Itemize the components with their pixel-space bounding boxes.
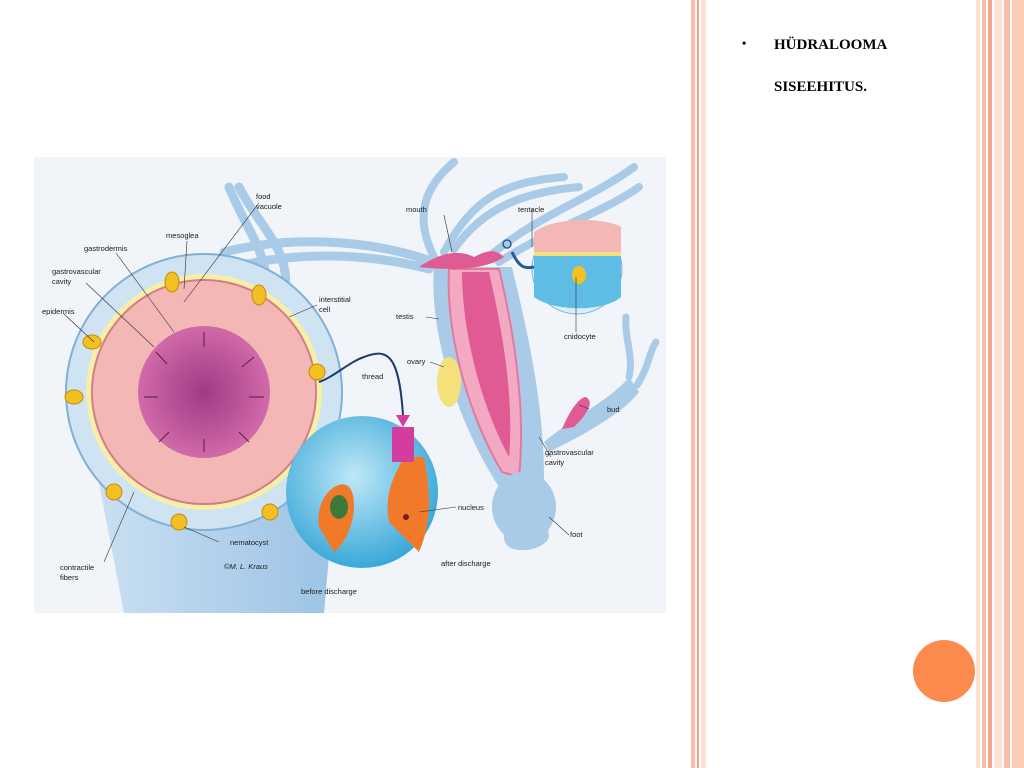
bullet-icon: • (742, 36, 747, 50)
label-after-discharge: after discharge (441, 559, 491, 568)
stripe (988, 0, 992, 768)
cross-section (64, 253, 343, 531)
label-nucleus: nucleus (458, 503, 484, 512)
label-mouth: mouth (406, 205, 427, 214)
label-gv-cavity-right-2: cavity (545, 458, 564, 467)
label-interstitial-1: interstitial (319, 295, 351, 304)
label-tentacle: tentacle (518, 205, 544, 214)
label-nematocyst: nematocyst (230, 538, 269, 547)
label-food: food (256, 192, 271, 201)
title-line-1: HÜDRALOOMA (774, 37, 888, 53)
label-ovary: ovary (407, 357, 426, 366)
label-gv-cavity-right-1: gastrovascular (545, 448, 594, 457)
label-gv-cavity-left-2: cavity (52, 277, 71, 286)
title-line-2: SISEEHITUS. (774, 79, 867, 95)
label-mesoglea: mesoglea (166, 231, 199, 240)
artist-signature: ©M. L. Kraus (224, 562, 268, 571)
leader-lines (63, 202, 590, 563)
label-thread: thread (362, 372, 383, 381)
accent-circle (913, 640, 975, 702)
label-gv-cavity-left-1: gastrovascular (52, 267, 101, 276)
label-before-discharge: before discharge (301, 587, 357, 596)
cnidocyte-inset (502, 220, 623, 315)
hydra-illustration: food vacuole mesoglea gastrodermis gastr… (42, 158, 660, 613)
hydra-diagram: food vacuole mesoglea gastrodermis gastr… (34, 157, 666, 613)
label-gastrodermis: gastrodermis (84, 244, 128, 253)
label-cnidocyte: cnidocyte (564, 332, 596, 341)
label-epidermis: epidermis (42, 307, 75, 316)
nematocyst-detail (286, 352, 438, 568)
stripe (691, 0, 695, 768)
label-foot: foot (570, 530, 583, 539)
longitudinal-section (419, 251, 660, 551)
decorative-stripes (689, 0, 1024, 768)
label-contractile-1: contractile (60, 563, 94, 572)
label-bud: bud (607, 405, 620, 414)
label-testis: testis (396, 312, 414, 321)
labels: food vacuole mesoglea gastrodermis gastr… (42, 192, 620, 596)
label-interstitial-2: cell (319, 305, 331, 314)
stripe (1012, 0, 1024, 768)
label-contractile-2: fibers (60, 573, 79, 582)
stripe (697, 0, 699, 768)
label-vacuole: vacuole (256, 202, 282, 211)
stripe (982, 0, 986, 768)
stripe (1004, 0, 1010, 768)
stripe (701, 0, 706, 768)
stripe (976, 0, 980, 768)
stripe (994, 0, 1002, 768)
